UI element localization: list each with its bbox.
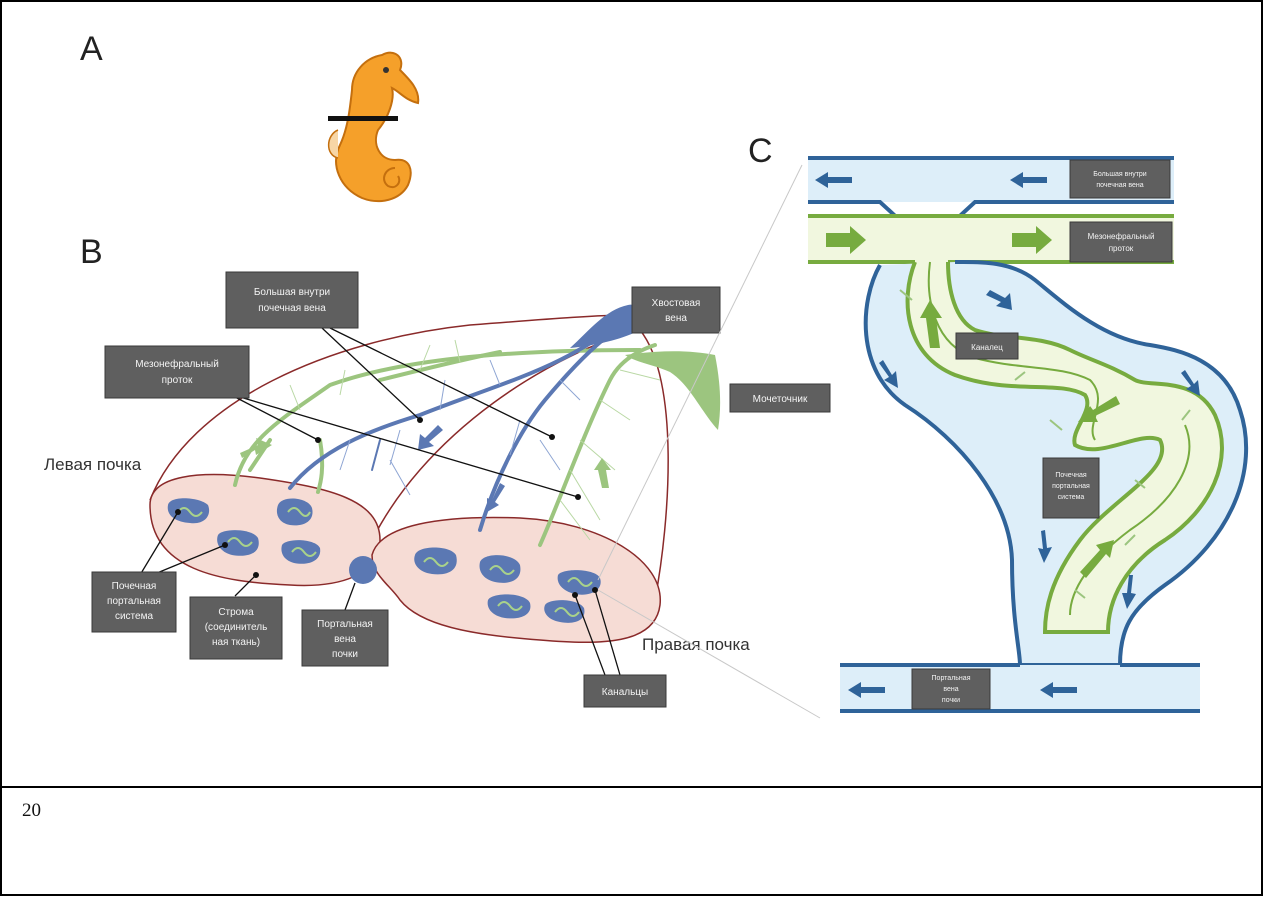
label-tubules: Канальцы (583, 674, 667, 708)
vein-arrow-right (487, 483, 505, 512)
duct-flow-arrows (826, 226, 1120, 578)
ureter-shape (625, 351, 721, 430)
page-number: 20 (22, 800, 41, 821)
svg-text:Мезонефральный: Мезонефральный (135, 358, 219, 370)
svg-text:Канальцы: Канальцы (602, 687, 648, 698)
svg-text:Каналец: Каналец (971, 343, 1003, 352)
right-kidney-shape (371, 516, 661, 643)
label-portal-system: Почечная портальная система (91, 571, 177, 633)
label-right-kidney: Правая почка (642, 635, 750, 654)
seahorse-illustration (327, 51, 420, 203)
svg-text:Почечная: Почечная (1055, 472, 1086, 479)
detail-label-big-vein: Большая внутри почечная вена (1069, 159, 1171, 199)
detail-label-tubule: Каналец (955, 332, 1019, 360)
kidney-envelope-left (149, 314, 631, 501)
svg-text:Почечная: Почечная (112, 581, 157, 592)
svg-text:Строма: Строма (218, 607, 254, 618)
svg-text:вена: вена (334, 634, 356, 645)
bottom-vein-fill (840, 665, 1200, 711)
panel-letter-c: C (748, 132, 773, 170)
vein-fine-branches (339, 359, 581, 496)
svg-text:система: система (1058, 494, 1085, 501)
duct-arrow-right (594, 458, 611, 488)
portal-vein-node (349, 556, 377, 584)
panel-letter-b: B (80, 233, 103, 271)
svg-text:ная ткань): ная ткань) (212, 637, 260, 648)
tubule-detail: Большая внутри почечная вена Мезонефраль… (808, 156, 1249, 713)
svg-text:вена: вена (943, 686, 958, 693)
svg-text:портальная: портальная (1052, 483, 1090, 490)
duct-arrow-left (240, 438, 272, 458)
svg-text:Портальная: Портальная (932, 675, 971, 682)
kidney-diagram: Большая внутри почечная вена Хвостовая в… (44, 271, 831, 708)
svg-text:Большая внутри: Большая внутри (254, 287, 330, 298)
svg-text:портальная: портальная (107, 596, 161, 607)
vein-flow-arrows (815, 172, 1200, 698)
label-meso-duct: Мезонефральный проток (104, 345, 250, 399)
label-portal-vein: Портальная вена почки (301, 609, 389, 667)
svg-text:вена: вена (665, 313, 687, 324)
svg-text:(соединитель: (соединитель (205, 622, 268, 633)
label-left-kidney: Левая почка (44, 455, 142, 474)
tail-vein-shape (570, 304, 642, 348)
svg-text:почечная вена: почечная вена (258, 303, 326, 314)
svg-text:проток: проток (162, 375, 193, 386)
label-ureter: Мочеточник (729, 383, 831, 413)
svg-text:проток: проток (1109, 244, 1134, 253)
svg-text:Мезонефральный: Мезонефральный (1088, 232, 1155, 241)
leader-dots (175, 417, 598, 598)
meso-duct-fine-branches (289, 339, 661, 541)
detail-label-portal-vein: Портальная вена почки (911, 668, 991, 710)
detail-label-meso-duct: Мезонефральный проток (1069, 221, 1173, 263)
svg-text:Хвостовая: Хвостовая (652, 298, 701, 309)
svg-text:Большая внутри: Большая внутри (1093, 171, 1146, 178)
leader-lines (139, 327, 621, 676)
vein-arrow-left (418, 425, 443, 450)
left-kidney-shape (149, 473, 381, 587)
svg-text:система: система (115, 611, 153, 622)
svg-text:Мочеточник: Мочеточник (753, 394, 808, 405)
label-stroma: Строма (соединитель ная ткань) (189, 596, 283, 660)
label-tail-vein: Хвостовая вена (631, 286, 721, 334)
label-big-vein: Большая внутри почечная вена (225, 271, 359, 329)
detail-label-portal-system: Почечная портальная система (1042, 457, 1100, 519)
zoom-lines (597, 164, 821, 719)
exchange-arrows (899, 289, 1191, 599)
svg-text:Портальная: Портальная (317, 619, 373, 630)
section-line (328, 116, 398, 121)
panel-letter-a: A (80, 30, 103, 68)
svg-text:почки: почки (332, 649, 358, 660)
tubule-squiggles (177, 507, 593, 617)
svg-text:почечная вена: почечная вена (1096, 182, 1143, 189)
svg-text:почки: почки (942, 697, 960, 704)
